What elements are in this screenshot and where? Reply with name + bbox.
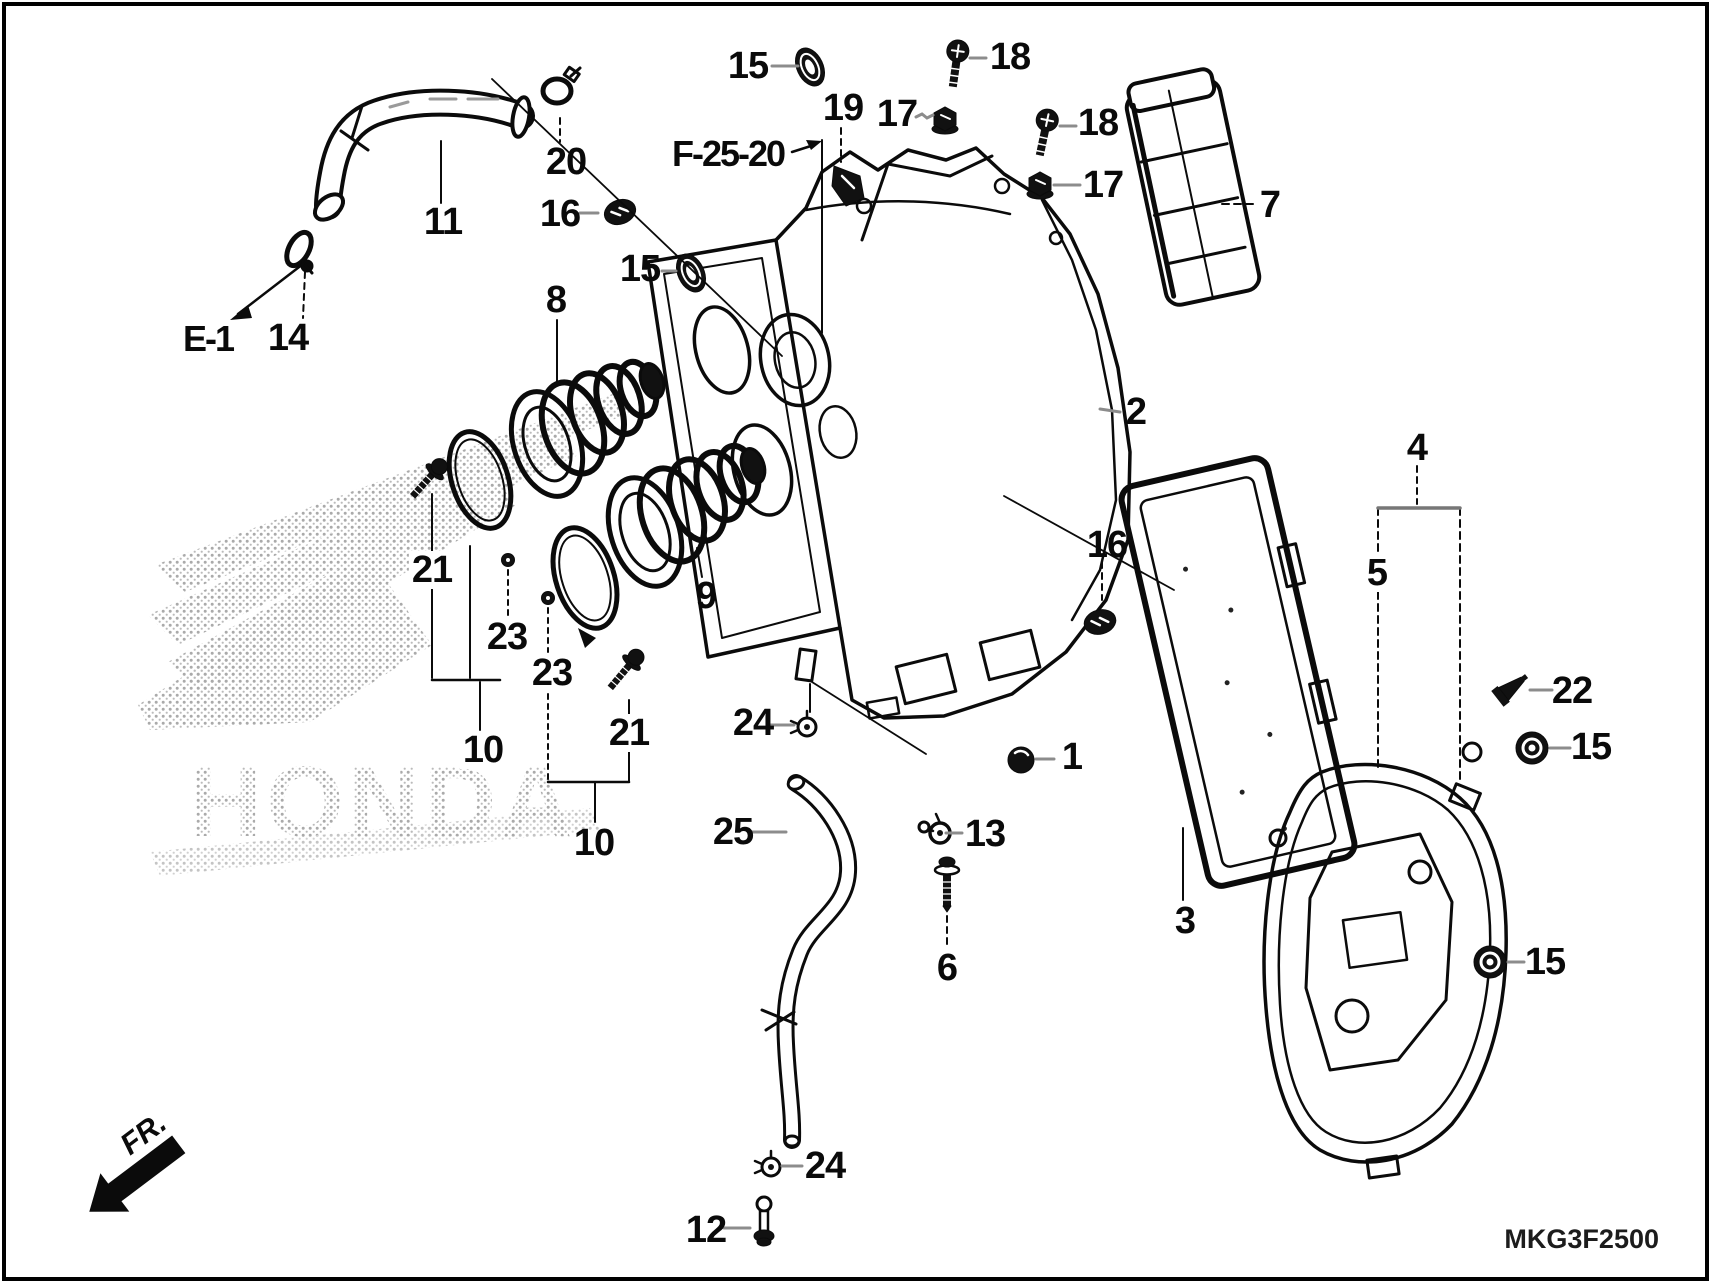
grommet-15d-icon	[1473, 945, 1507, 979]
screw-18a-icon	[946, 39, 970, 88]
callout-20: 20	[545, 141, 587, 183]
watermark-honda-text: HONDA	[190, 746, 577, 858]
seal-band-10b-drawing	[550, 525, 620, 631]
clip-24a-icon	[789, 709, 818, 738]
callout-1: 1	[1061, 736, 1083, 778]
callout-f-25-20: F-25-20	[671, 133, 786, 174]
callout-10: 10	[573, 822, 615, 864]
screw-22-icon	[1491, 674, 1529, 707]
air-cleaner-cover-drawing	[1262, 741, 1508, 1180]
callout-10: 10	[459, 731, 507, 769]
callout-2: 2	[1125, 391, 1147, 433]
callout-16: 16	[1086, 524, 1128, 566]
callout-6: 6	[936, 947, 958, 989]
callout-e-1: E-1	[182, 318, 235, 359]
callout-14: 14	[267, 317, 309, 359]
callout-11: 11	[423, 201, 463, 243]
callout-3: 3	[1174, 900, 1196, 942]
drain-tube-drawing	[760, 774, 858, 1149]
callout-25: 25	[712, 811, 754, 853]
callout-9: 9	[695, 575, 717, 617]
callout-21: 21	[605, 714, 653, 752]
callout-15: 15	[1524, 941, 1566, 983]
band-screw-21b-icon	[607, 648, 645, 691]
callout-19: 19	[822, 87, 864, 129]
callout-21: 21	[408, 551, 456, 589]
cover-seal-5-drawing	[1277, 780, 1492, 1144]
callout-17: 17	[876, 93, 918, 135]
callout-24: 24	[804, 1145, 846, 1187]
rubber-cap-1-icon	[1007, 746, 1035, 774]
funnel-8-drawing	[508, 358, 666, 499]
callout-18: 18	[1077, 102, 1119, 144]
air-intake-duct-drawing	[1124, 67, 1262, 307]
callout-5: 5	[1363, 554, 1391, 592]
nut-17b-icon	[1026, 171, 1054, 200]
callout-17: 17	[1082, 164, 1124, 206]
bolt-6-icon	[933, 856, 961, 913]
bolt-12-icon	[753, 1195, 775, 1247]
callout-18: 18	[989, 36, 1031, 78]
clip-24b-icon	[753, 1149, 782, 1178]
nut-17a-icon	[931, 106, 959, 135]
leader-lines	[230, 56, 1572, 1230]
screw-23b-icon	[541, 591, 555, 605]
callout-15: 15	[727, 45, 769, 87]
screw-18b-icon	[1035, 108, 1059, 157]
hose-clamp-14-drawing	[284, 229, 314, 275]
seal-band-10a-drawing	[446, 429, 514, 531]
callout-15: 15	[619, 248, 661, 290]
tube-clamp-20-drawing	[540, 65, 582, 106]
air-cleaner-case-drawing	[646, 146, 1132, 720]
bracket-19-icon	[831, 165, 865, 207]
grommet-15a-icon	[794, 47, 826, 87]
grommet-15b-icon	[675, 253, 707, 293]
grommet-15c-icon	[1515, 731, 1549, 765]
callout-13: 13	[964, 813, 1006, 855]
callout-23: 23	[483, 618, 531, 656]
callout-4: 4	[1406, 427, 1428, 469]
screw-23a-icon	[501, 553, 515, 567]
callout-23: 23	[528, 654, 576, 692]
grommet-16b-icon	[1083, 609, 1117, 635]
callout-12: 12	[685, 1209, 727, 1251]
air-filter-element-drawing	[1118, 455, 1358, 889]
diagram-code: MKG3F2500	[1504, 1224, 1659, 1254]
callout-24: 24	[732, 702, 774, 744]
grommet-16a-icon	[603, 198, 637, 226]
air-in-hose-drawing	[312, 88, 535, 222]
callout-22: 22	[1551, 670, 1593, 712]
callout-16: 16	[539, 193, 581, 235]
band-screw-21a-icon	[410, 458, 448, 499]
callout-7: 7	[1259, 184, 1281, 226]
callout-15: 15	[1570, 726, 1612, 768]
callout-8: 8	[545, 279, 567, 321]
